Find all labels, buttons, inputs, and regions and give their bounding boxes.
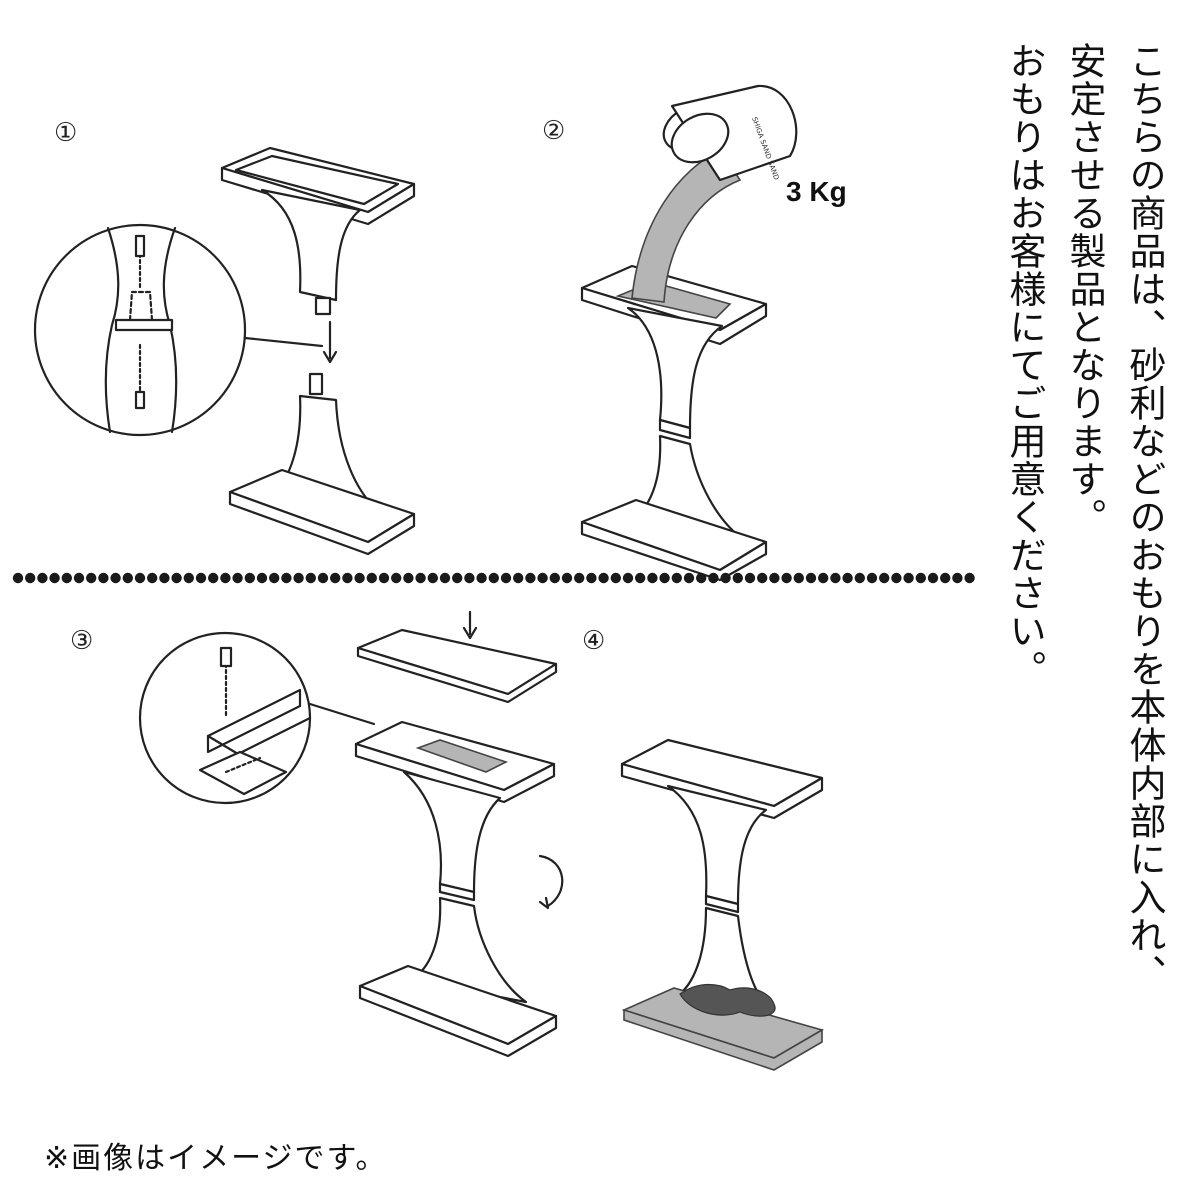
step1-number: ①: [54, 118, 78, 148]
divider-dot: [342, 572, 353, 584]
step2-number: ②: [542, 116, 566, 146]
divider-dot: [610, 572, 621, 584]
divider-dot: [183, 572, 194, 584]
divider-dot: [879, 572, 890, 584]
divider-dot: [708, 572, 719, 584]
divider-dot: [744, 572, 756, 584]
divider-dot: [537, 572, 548, 584]
step3-number: ③: [70, 626, 94, 656]
divider-dot: [256, 572, 268, 584]
divider-dot: [391, 572, 402, 584]
divider-dot: [500, 572, 512, 584]
divider-dot: [134, 572, 146, 584]
divider-dot: [805, 572, 817, 584]
divider-dot: [525, 572, 536, 584]
divider-dot: [866, 572, 878, 584]
image-disclaimer-footnote: ※画像はイメージです。: [44, 1141, 388, 1176]
divider-dot: [415, 572, 426, 584]
divider-dot: [110, 572, 121, 584]
step2-illustration: SHIGA SAND SAND: [580, 84, 798, 582]
divider-dot: [476, 572, 487, 584]
dotted-divider: [12, 572, 975, 584]
step1-upper-part: [220, 146, 416, 364]
divider-dot: [98, 572, 109, 584]
divider-dot: [622, 572, 634, 584]
divider-dot: [12, 572, 24, 584]
divider-dot: [647, 572, 658, 584]
step1-lower-part: [228, 372, 416, 556]
divider-dot: [793, 572, 804, 584]
divider-dot: [940, 572, 951, 584]
step3-detail-circle: [138, 631, 376, 805]
divider-dot: [317, 572, 329, 584]
divider-dot: [854, 572, 865, 584]
divider-dot: [769, 572, 780, 584]
divider-dot: [452, 572, 463, 584]
divider-dot: [269, 572, 280, 584]
step3-illustration: [138, 610, 564, 1058]
divider-dot: [830, 572, 841, 584]
instruction-line-3: おもりはお客様にてご用意ください。: [1003, 42, 1046, 688]
divider-dot: [171, 572, 182, 584]
divider-dot: [195, 572, 207, 584]
divider-dot: [696, 572, 707, 584]
step1-illustration: [33, 146, 416, 556]
divider-dot: [73, 572, 85, 584]
divider-dot: [37, 572, 48, 584]
step4-illustration: [620, 738, 825, 1071]
divider-dot: [842, 572, 853, 584]
divider-dot: [281, 572, 292, 584]
divider-dot: [464, 572, 475, 584]
divider-dot: [598, 572, 609, 584]
divider-dot: [720, 572, 731, 584]
instruction-line-2: 安定させる製品となります。: [1063, 42, 1106, 536]
weight-label: 3 Kg: [786, 176, 847, 207]
divider-dot: [903, 572, 914, 584]
divider-dot: [232, 572, 243, 584]
divider-dot: [818, 572, 829, 584]
divider-dot: [683, 572, 695, 584]
step4-number: ④: [582, 626, 606, 656]
divider-dot: [208, 572, 219, 584]
divider-dot: [549, 572, 560, 584]
divider-dot: [513, 572, 524, 584]
divider-dot: [147, 572, 158, 584]
divider-dot: [86, 572, 97, 584]
divider-dot: [586, 572, 597, 584]
divider-dot: [671, 572, 682, 584]
divider-dot: [915, 572, 926, 584]
divider-dot: [964, 572, 975, 584]
divider-dot: [293, 572, 304, 584]
divider-dot: [757, 572, 768, 584]
divider-dot: [891, 572, 902, 584]
divider-dot: [927, 572, 939, 584]
divider-dot: [354, 572, 365, 584]
divider-dot: [732, 572, 743, 584]
step1-detail-circle: [33, 223, 324, 437]
divider-dot: [952, 572, 963, 584]
divider-dot: [378, 572, 390, 584]
divider-dot: [159, 572, 170, 584]
divider-dot: [781, 572, 792, 584]
divider-dot: [439, 572, 451, 584]
divider-dot: [403, 572, 414, 584]
divider-dot: [122, 572, 133, 584]
divider-dot: [488, 572, 499, 584]
divider-dot: [561, 572, 573, 584]
divider-dot: [366, 572, 377, 584]
divider-dot: [427, 572, 438, 584]
divider-dot: [305, 572, 316, 584]
divider-dot: [220, 572, 231, 584]
instruction-line-1: こちらの商品は、砂利などのおもりを本体内部に入れ、: [1123, 42, 1166, 992]
divider-dot: [574, 572, 585, 584]
divider-dot: [635, 572, 646, 584]
divider-dot: [61, 572, 72, 584]
divider-dot: [25, 572, 36, 584]
divider-dot: [330, 572, 341, 584]
divider-dot: [659, 572, 670, 584]
divider-dot: [49, 572, 60, 584]
sand-bucket: SHIGA SAND SAND: [662, 84, 798, 181]
divider-dot: [244, 572, 255, 584]
